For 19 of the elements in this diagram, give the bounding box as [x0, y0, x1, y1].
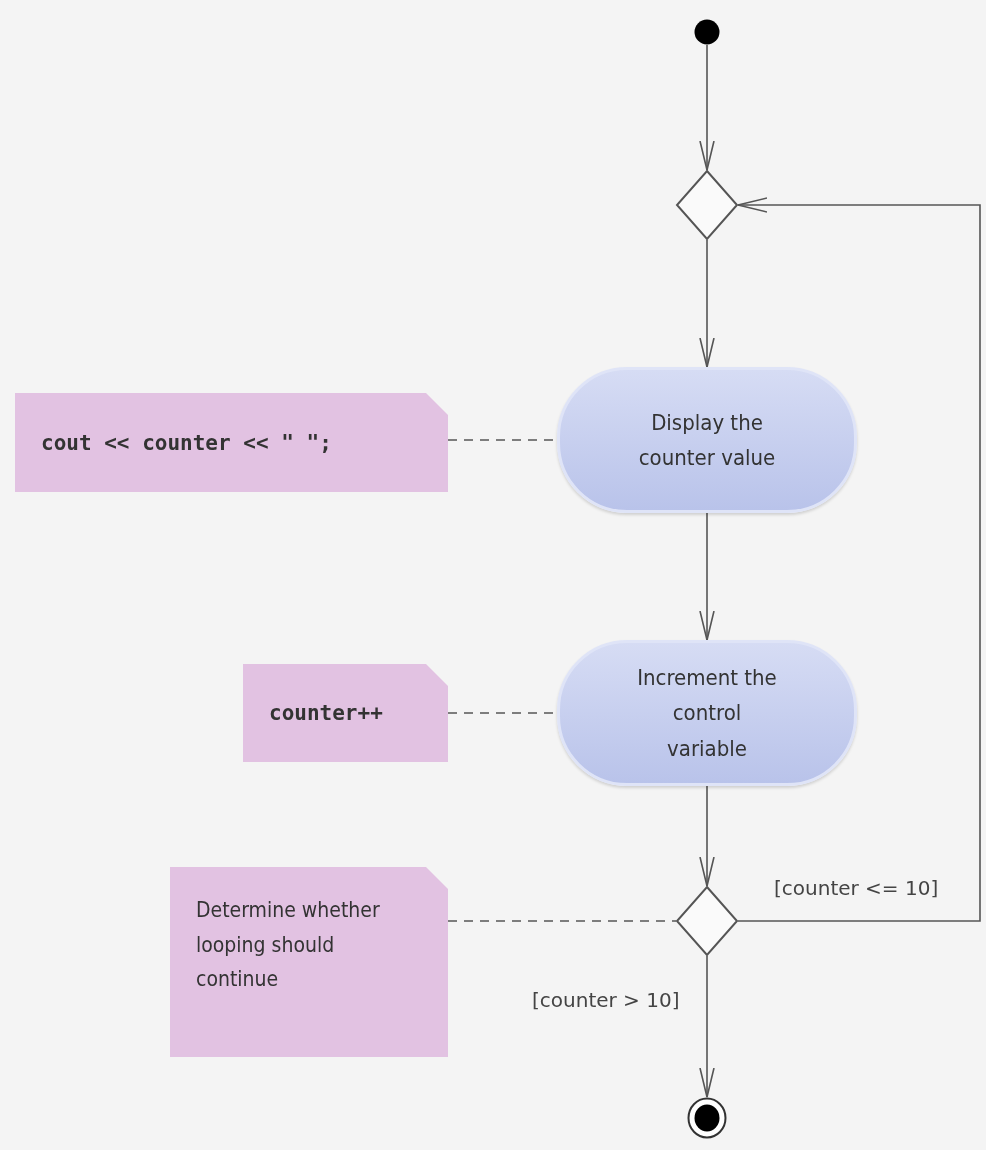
- note-text: Determine whether looping should continue: [196, 897, 381, 994]
- action-label: Increment the control variable: [636, 664, 778, 763]
- note-connector: [447, 920, 677, 922]
- flow-arrow: [699, 239, 715, 368]
- flow-arrow: [737, 197, 981, 922]
- code-text: cout << counter << " ";: [41, 430, 332, 455]
- start-node-circle: [694, 19, 720, 45]
- flow-arrow: [699, 512, 715, 641]
- flow-arrow: [699, 44, 715, 171]
- note-box: [170, 867, 448, 1057]
- decision-diamond: [676, 886, 738, 956]
- end-node-bullseye: [687, 1097, 727, 1139]
- note-box: [15, 393, 448, 492]
- flow-arrow: [699, 955, 715, 1098]
- code-text: counter++: [269, 701, 383, 725]
- note-box: [243, 664, 448, 762]
- flow-arrow: [699, 785, 715, 887]
- action-label: Display the counter value: [637, 408, 777, 472]
- decision-diamond: [676, 170, 738, 240]
